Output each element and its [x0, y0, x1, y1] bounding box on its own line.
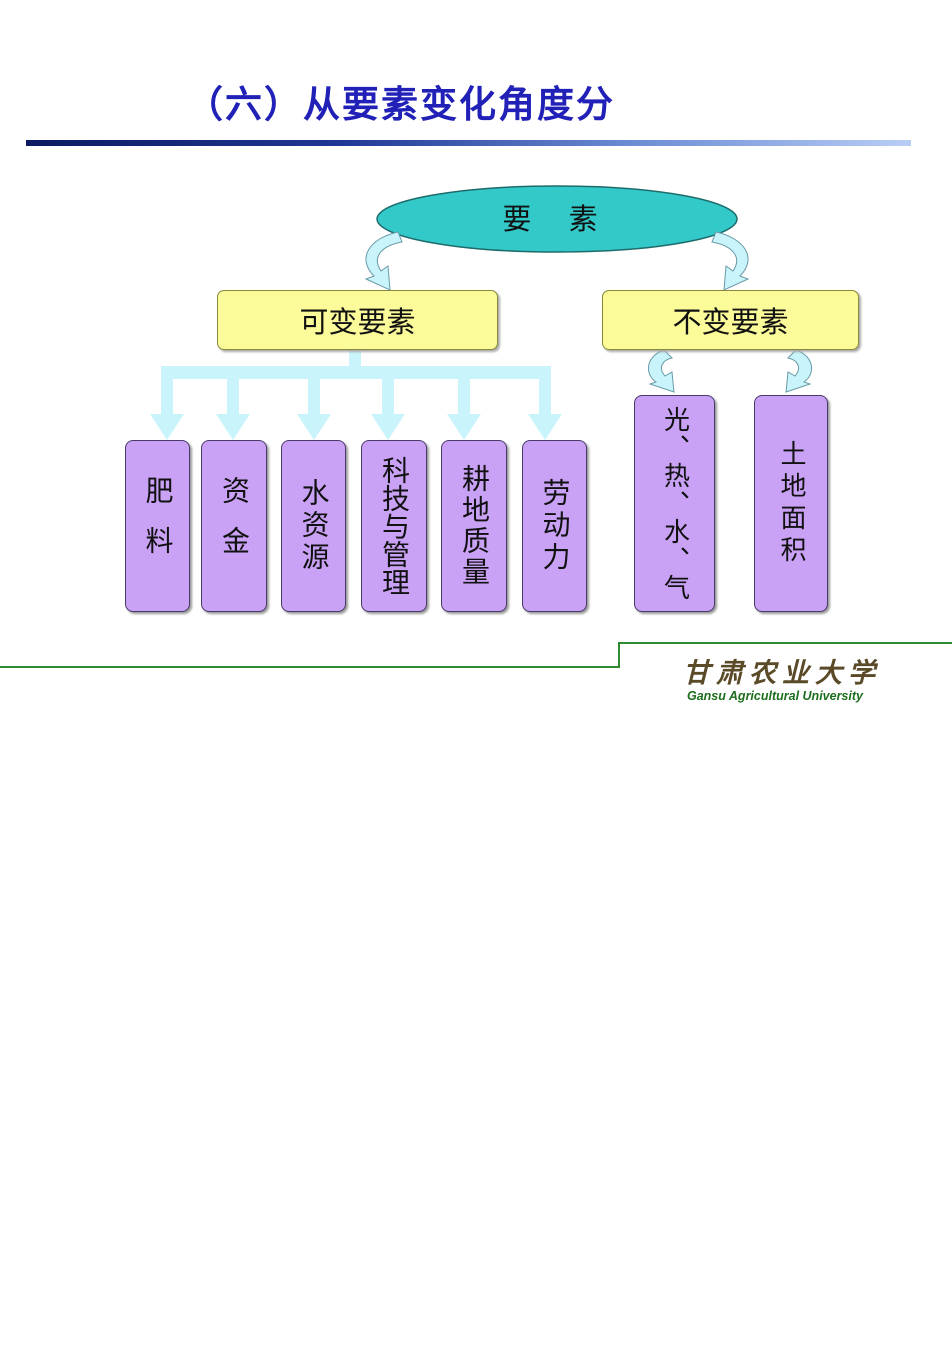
leaf-fertilizer: 肥料: [125, 440, 190, 612]
footer-line-right: [618, 642, 952, 644]
curved-arrow-left-icon: [364, 231, 403, 291]
university-logo-cn: 甘肃农业大学: [683, 658, 881, 689]
leaf-land-quality: 耕地质量: [441, 440, 507, 612]
leaf-capital: 资金: [201, 440, 267, 612]
bracket-connector: [150, 350, 562, 440]
university-logo-en: Gansu Agricultural University: [687, 689, 863, 703]
leaf-tech-management: 科技与管理: [361, 440, 427, 612]
group-fixed: 不变要素: [602, 290, 859, 350]
leaf-land-area: 土地面积: [754, 395, 828, 612]
root-ellipse: [376, 185, 738, 253]
connector-layer: [150, 185, 812, 440]
title-underline: [26, 140, 911, 146]
leaf-water-resources: 水资源: [281, 440, 346, 612]
curved-arrow-right-icon: [711, 231, 750, 291]
leaf-labor: 劳动力: [522, 440, 587, 612]
curved-arrow-fixed-1-icon: [648, 349, 675, 393]
curved-arrow-fixed-2-icon: [785, 349, 812, 393]
footer-line-left: [0, 666, 619, 668]
root-node-label: 要 素: [502, 202, 612, 236]
footer-line-step: [618, 643, 620, 668]
leaf-light-heat-water-air: 光、热、水、气: [634, 395, 715, 612]
page-title: （六）从要素变化角度分: [186, 83, 615, 126]
group-variable: 可变要素: [217, 290, 498, 350]
